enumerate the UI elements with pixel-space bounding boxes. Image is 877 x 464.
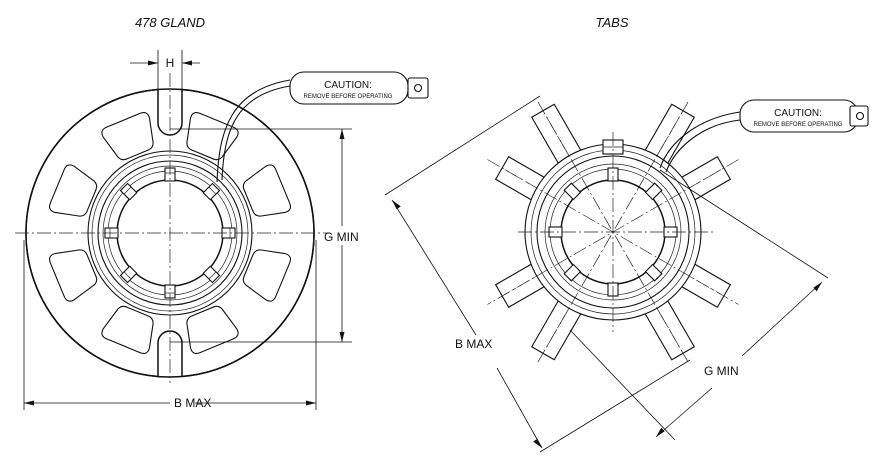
tabs-caution-label: CAUTION: [774,108,822,119]
tabs-caution-note: REMOVE BEFORE OPERATING [754,122,843,128]
tabs-g-label: G MIN [704,364,739,378]
gland-b-dimension: B MAX [23,240,317,410]
gland-h-label: H [166,56,175,70]
gland-view-title: 478 GLAND [135,15,205,30]
gland-caution-label: CAUTION: [324,80,372,91]
tabs-assembly [487,101,739,363]
tabs-view-title: TABS [596,15,629,30]
tabs-b-label: B MAX [455,337,492,351]
gland-windows [48,111,292,355]
gland-g-label: G MIN [324,230,359,244]
gland-b-label: B MAX [174,396,211,410]
gland-caution-tag: CAUTION: REMOVE BEFORE OPERATING [216,71,429,183]
tabs-b-dimension: B MAX [384,95,691,453]
tabs-g-dimension: G MIN [569,169,829,441]
tabs-view: TABS [384,15,869,453]
gland-caution-note: REMOVE BEFORE OPERATING [304,94,393,100]
tabs-caution-tag: CAUTION: REMOVE BEFORE OPERATING [659,99,869,173]
gland-ring [15,73,330,383]
gland-view: 478 GLAND [15,15,429,410]
gland-h-dimension: H [130,50,200,92]
gland-g-dimension: G MIN [170,128,359,343]
